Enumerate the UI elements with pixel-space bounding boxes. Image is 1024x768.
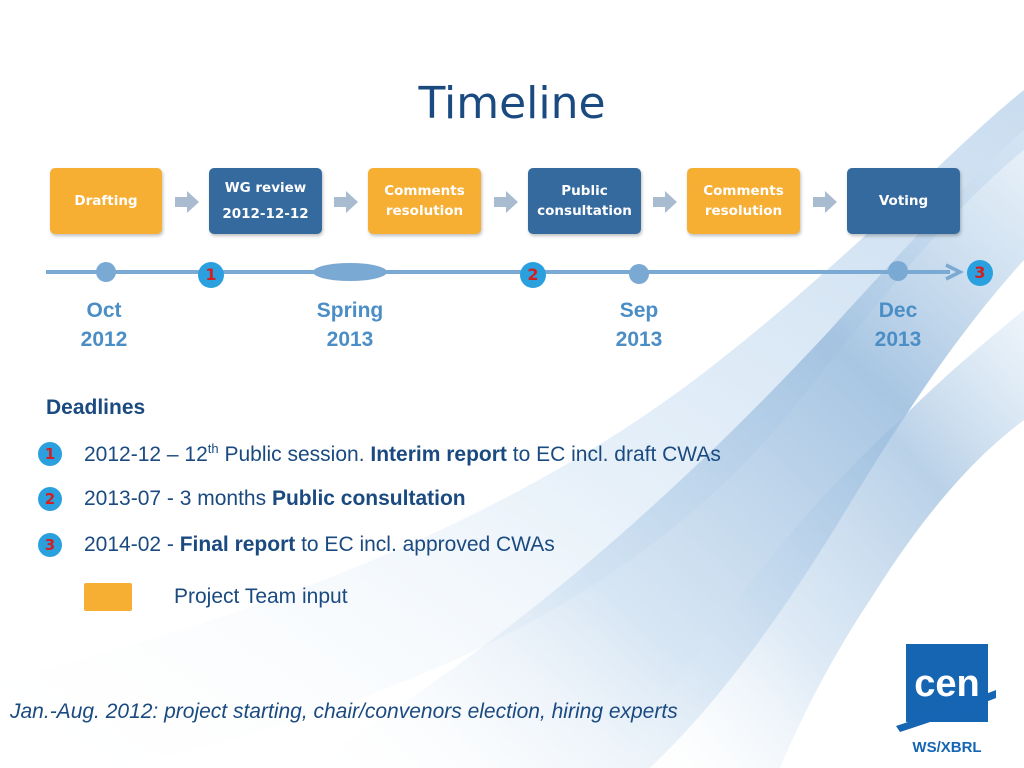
flow-arrow-icon bbox=[175, 191, 199, 213]
date-month: Oct bbox=[86, 299, 122, 322]
milestone-badge-1: 1 bbox=[198, 262, 224, 288]
flow-arrow-icon bbox=[653, 191, 677, 213]
step-public-consultation: Public consultation bbox=[528, 168, 641, 234]
deadline-bold: Interim report bbox=[370, 443, 507, 466]
step-comments-resolution-1: Comments resolution bbox=[368, 168, 481, 234]
step-label: Comments resolution bbox=[384, 183, 465, 219]
step-sublabel: 2012-12-12 bbox=[222, 206, 309, 222]
timeline-point-spring-2013 bbox=[313, 263, 387, 281]
cen-logo: cen WS/XBRL bbox=[896, 644, 996, 756]
deadline-badge: 3 bbox=[38, 533, 62, 557]
date-year: 2013 bbox=[874, 328, 922, 351]
deadline-bold: Public consultation bbox=[271, 487, 466, 510]
step-label: Comments resolution bbox=[703, 183, 784, 219]
deadline-badge: 2 bbox=[38, 487, 62, 511]
milestone-badge-3: 3 bbox=[967, 260, 993, 286]
deadlines-heading: Deadlines bbox=[46, 396, 146, 419]
step-voting: Voting bbox=[847, 168, 960, 234]
step-label: Voting bbox=[878, 193, 929, 209]
step-drafting: Drafting bbox=[50, 168, 162, 234]
deadline-item-3: 3 2014-02 - Final report to EC incl. app… bbox=[38, 530, 555, 560]
timeline-date-spring-2013: Spring 2013 bbox=[300, 296, 400, 354]
deadline-post: to EC incl. approved CWAs bbox=[295, 533, 555, 556]
date-month: Sep bbox=[619, 299, 659, 322]
flow-arrow-icon bbox=[494, 191, 518, 213]
date-year: 2013 bbox=[615, 328, 663, 351]
timeline-point-oct-2012 bbox=[96, 262, 116, 282]
timeline-axis bbox=[46, 261, 964, 284]
flow-arrow-icon bbox=[334, 191, 358, 213]
milestone-badge-2: 2 bbox=[520, 262, 546, 288]
step-label: WG review bbox=[224, 180, 307, 196]
date-month: Spring bbox=[316, 299, 384, 322]
deadline-item-1: 1 2012-12 – 12th Public session. Interim… bbox=[38, 439, 721, 469]
step-wg-review: WG review 2012-12-12 bbox=[209, 168, 322, 234]
flow-arrow-icon bbox=[813, 191, 837, 213]
deadline-badge: 1 bbox=[38, 442, 62, 466]
deadline-post: to EC incl. draft CWAs bbox=[506, 443, 721, 466]
deadline-text: 2013-07 - 3 months Public consultation bbox=[84, 487, 466, 511]
logo-text: cen bbox=[914, 663, 979, 705]
deadline-pre: 2014-02 - bbox=[84, 533, 180, 556]
timeline-date-dec-2013: Dec 2013 bbox=[848, 296, 948, 354]
step-label: Public consultation bbox=[537, 183, 632, 219]
step-comments-resolution-2: Comments resolution bbox=[687, 168, 800, 234]
timeline-point-sep-2013 bbox=[629, 264, 649, 284]
deadline-text: 2014-02 - Final report to EC incl. appro… bbox=[84, 533, 555, 557]
legend-swatch bbox=[84, 583, 132, 611]
step-label: Drafting bbox=[74, 193, 138, 209]
timeline-date-sep-2013: Sep 2013 bbox=[589, 296, 689, 354]
date-year: 2012 bbox=[80, 328, 128, 351]
deadline-pre: 2013-07 - 3 months bbox=[84, 487, 272, 510]
page-title: Timeline bbox=[418, 78, 606, 129]
deadline-text: 2012-12 – 12th Public session. Interim r… bbox=[84, 441, 721, 467]
date-month: Dec bbox=[878, 299, 918, 322]
timeline-point-dec-2013 bbox=[888, 261, 908, 281]
deadline-bold: Final report bbox=[179, 533, 296, 556]
deadline-sup: th bbox=[207, 441, 219, 456]
deadline-item-2: 2 2013-07 - 3 months Public consultation bbox=[38, 484, 466, 514]
deadline-pre: 2012-12 – 12 bbox=[84, 443, 208, 466]
legend-label: Project Team input bbox=[174, 585, 348, 608]
footer-note: Jan.-Aug. 2012: project starting, chair/… bbox=[10, 700, 678, 723]
deadline-mid: Public session. bbox=[218, 443, 371, 466]
timeline-date-oct-2012: Oct 2012 bbox=[54, 296, 154, 354]
date-year: 2013 bbox=[326, 328, 374, 351]
logo-subtext: WS/XBRL bbox=[912, 739, 981, 756]
